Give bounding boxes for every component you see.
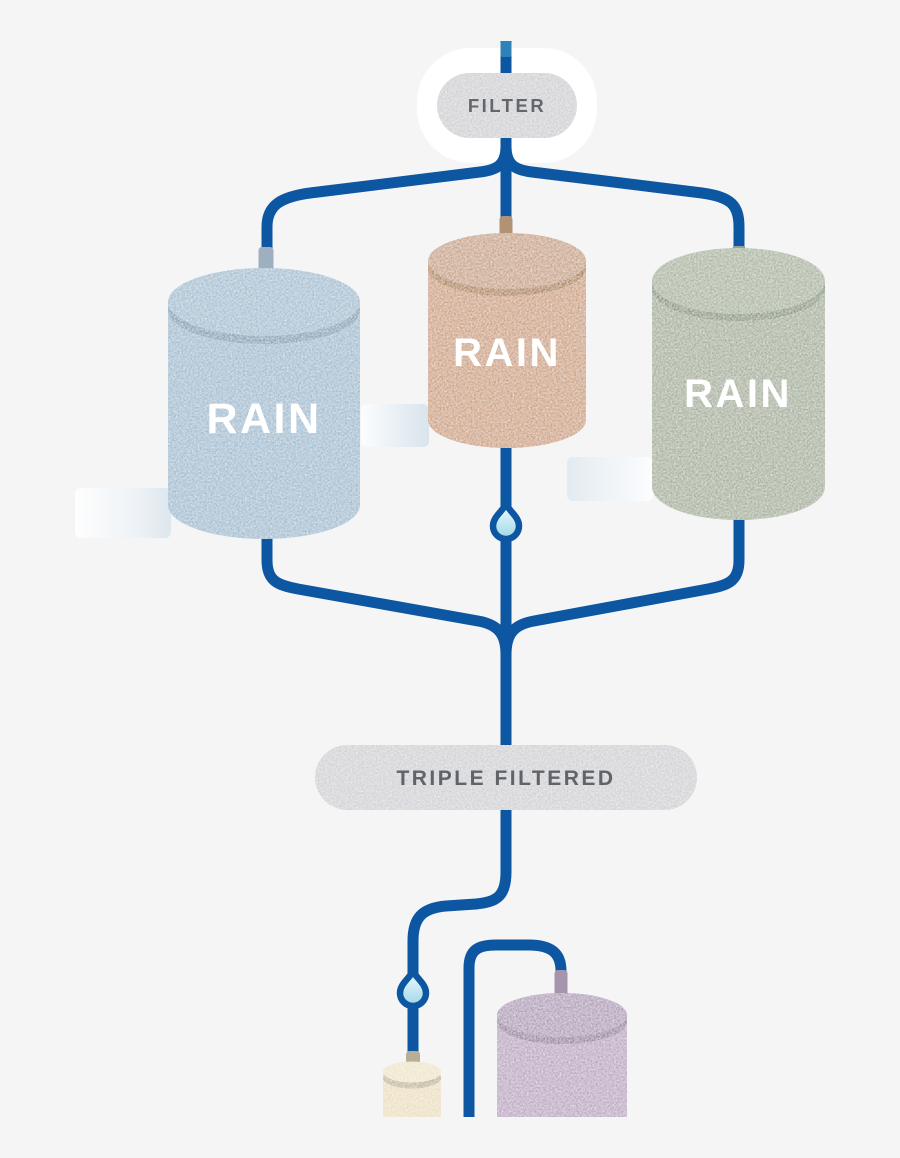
bottom-crop-band bbox=[0, 1117, 900, 1158]
filter-badge bbox=[437, 73, 577, 138]
tank-rain-tan bbox=[428, 233, 586, 448]
pipe-network bbox=[261, 41, 745, 1125]
light-streak-middle bbox=[361, 404, 429, 447]
tank-purple-lid bbox=[497, 993, 627, 1037]
tank-purple bbox=[497, 993, 627, 1150]
tank-rain-blue bbox=[168, 268, 360, 539]
light-streak-left bbox=[75, 488, 171, 538]
triple-filtered-badge bbox=[315, 745, 697, 810]
tank-cream-lid bbox=[383, 1061, 441, 1083]
tank-rain-blue-label: RAIN bbox=[206, 395, 321, 443]
tank-rain-blue-lid bbox=[168, 268, 360, 336]
filter-badge-label: FILTER bbox=[468, 95, 546, 116]
tank-rain-tan-label: RAIN bbox=[453, 331, 561, 375]
triple-filtered-badge-pill bbox=[315, 745, 697, 810]
tank-rain-green bbox=[652, 248, 825, 521]
tank-rain-tan-lid bbox=[428, 233, 586, 289]
pipe-to-purple-tank bbox=[463, 939, 567, 1125]
pipe-return-right bbox=[500, 497, 745, 656]
pipe-inlet-highlight bbox=[500, 41, 512, 57]
tank-rain-green-label: RAIN bbox=[684, 372, 792, 416]
tank-rain-green-body bbox=[652, 250, 825, 521]
pipe-main bbox=[407, 41, 512, 1062]
tank-rain-green-lid bbox=[652, 248, 825, 314]
filter-badge-pill bbox=[437, 73, 577, 138]
pipe-branch-right bbox=[500, 145, 745, 256]
triple-filtered-badge-label: TRIPLE FILTERED bbox=[396, 767, 615, 790]
pipe-branch-left bbox=[261, 145, 512, 256]
light-streak-right bbox=[567, 457, 653, 501]
